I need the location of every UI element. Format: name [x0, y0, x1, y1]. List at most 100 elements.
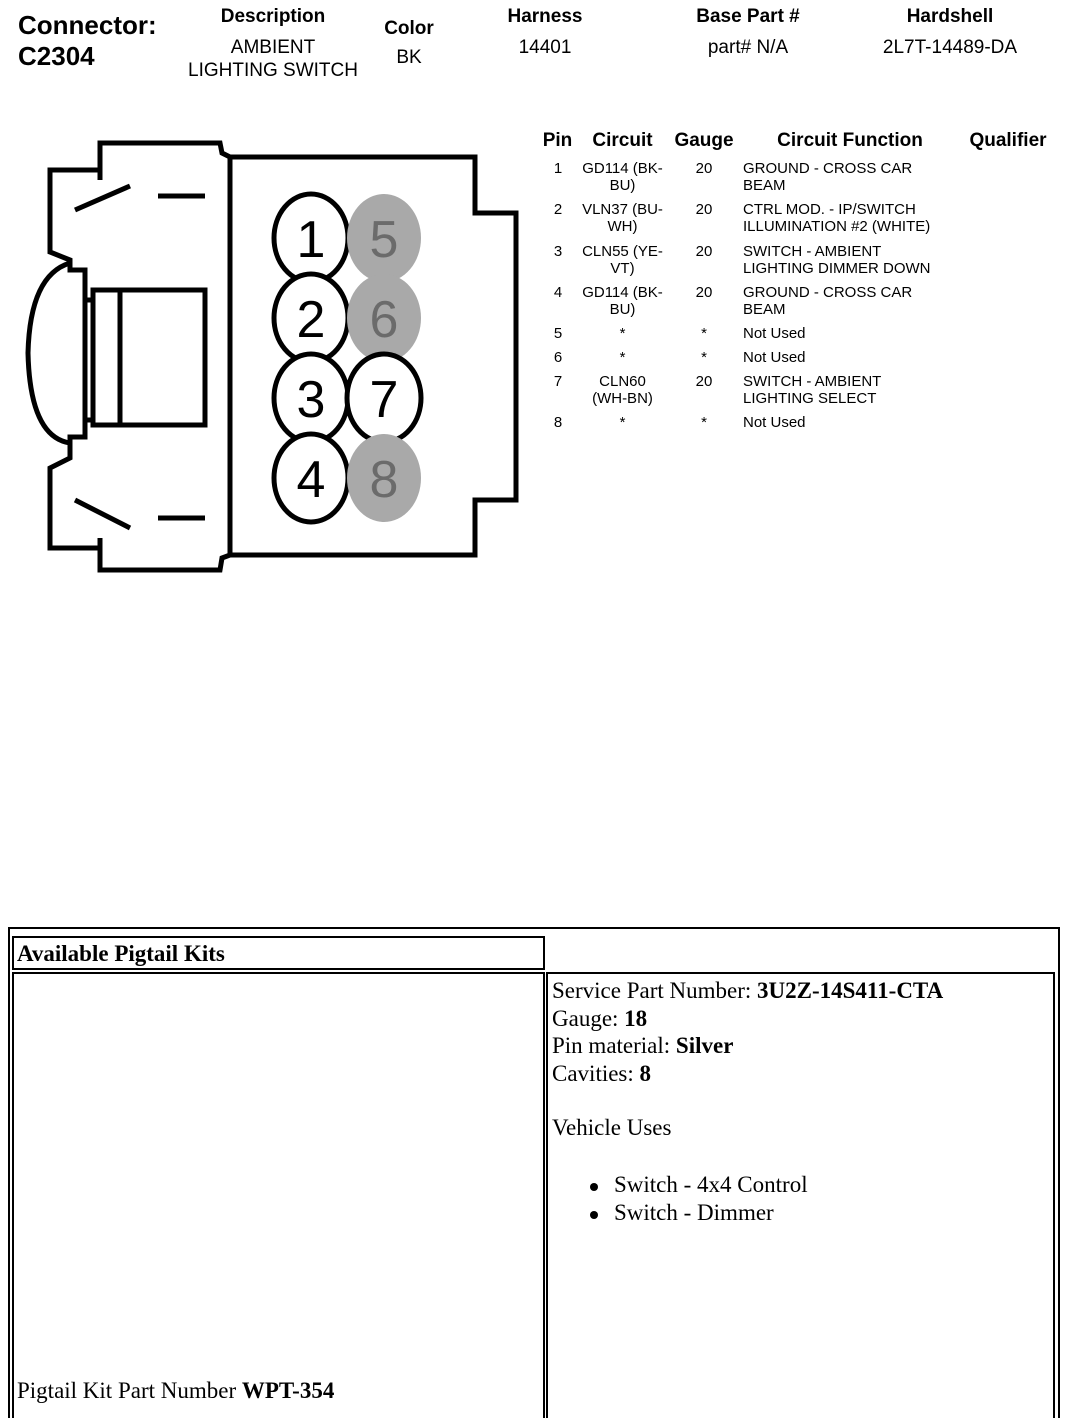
pin-material-row: Pin material: Silver: [552, 1032, 1047, 1060]
pin-material-value: Silver: [675, 1033, 734, 1058]
circuit-function-cell: Not Used: [743, 349, 958, 366]
circuit-function-line: GROUND - CROSS CAR: [743, 160, 913, 177]
vehicle-uses-list: Switch - 4x4 Control Switch - Dimmer: [552, 1171, 1047, 1227]
cavity-number: 5: [370, 211, 399, 269]
pigtail-kits-panel: [8, 927, 1060, 1418]
circuit-line: *: [619, 349, 626, 366]
cavity-number: 8: [370, 451, 399, 509]
circuit-function-line: SWITCH - AMBIENT: [743, 373, 882, 390]
circuit-function-line: Not Used: [743, 325, 806, 342]
pigtail-kit-details: Service Part Number: 3U2Z-14S411-CTA Gau…: [552, 977, 1047, 1227]
circuit-cell: CLN60(WH-BN): [575, 373, 670, 407]
qualifier-column-header: Qualifier: [969, 130, 1047, 151]
gauge-cell: 20: [695, 243, 713, 260]
cavity-1: 1: [271, 191, 351, 285]
cavity-outline: [347, 194, 421, 282]
hardshell-label: Hardshell: [906, 6, 994, 27]
gauge-cell: *: [701, 325, 707, 342]
cavity-number: 7: [370, 371, 399, 429]
description-label: Description: [220, 6, 326, 27]
circuit-function-cell: Not Used: [743, 414, 958, 431]
circuit-line: BU): [609, 177, 636, 194]
harness-value: 14401: [518, 37, 572, 58]
pigtail-kit-image-box: Pigtail Kit Part Number WPT-354: [12, 972, 545, 1418]
base-part-label: Base Part #: [696, 6, 800, 27]
circuit-function-line: CTRL MOD. - IP/SWITCH: [743, 201, 916, 218]
cavities-value: 8: [639, 1060, 652, 1086]
circuit-line: WH): [607, 218, 638, 235]
cavity-number: 1: [297, 211, 326, 269]
cavity-7: 7: [344, 351, 424, 445]
cavity-6: 6: [347, 274, 421, 362]
circuit-line: GD114 (BK-: [582, 160, 663, 177]
circuit-cell: VLN37 (BU-WH): [575, 201, 670, 235]
cavities-row: Cavities: 8: [552, 1060, 1047, 1088]
circuit-line: *: [619, 325, 626, 342]
circuit-line: *: [619, 414, 626, 431]
circuit-cell: *: [575, 349, 670, 366]
circuit-cell: GD114 (BK-BU): [575, 160, 670, 194]
circuit-function-line: Not Used: [743, 414, 806, 431]
gauge-label: Gauge:: [552, 1005, 619, 1031]
cavity-8: 8: [347, 434, 421, 522]
vehicle-use-item: Switch - 4x4 Control: [552, 1171, 1047, 1199]
gauge-row: Gauge: 18: [552, 1005, 1047, 1033]
circuit-line: VT): [610, 260, 635, 277]
circuit-function-column-header: Circuit Function: [777, 130, 923, 151]
circuit-cell: GD114 (BK-BU): [575, 284, 670, 318]
circuit-cell: *: [575, 325, 670, 342]
description-line-1: AMBIENT: [230, 37, 316, 58]
circuit-function-line: BEAM: [743, 177, 786, 194]
harness-label: Harness: [507, 6, 583, 27]
description-value: AMBIENT LIGHTING SWITCH: [163, 36, 383, 82]
circuit-function-line: ILLUMINATION #2 (WHITE): [743, 218, 931, 235]
description-line-2: LIGHTING SWITCH: [188, 60, 358, 81]
pin-number-cell: 5: [553, 325, 563, 342]
cavities-label: Cavities:: [552, 1060, 634, 1086]
gauge-cell: *: [701, 414, 707, 431]
circuit-function-line: GROUND - CROSS CAR: [743, 284, 913, 301]
pin-number-cell: 3: [553, 243, 563, 260]
connector-id: C2304: [18, 41, 95, 71]
circuit-line: BU): [609, 301, 636, 318]
circuit-cell: *: [575, 414, 670, 431]
pigtail-kit-part-number: Pigtail Kit Part Number WPT-354: [17, 1377, 334, 1405]
circuit-function-line: Not Used: [743, 349, 806, 366]
circuit-cell: CLN55 (YE-VT): [575, 243, 670, 277]
cavity-number: 3: [297, 371, 326, 429]
cavity-2: 2: [271, 271, 351, 365]
gauge-column-header: Gauge: [674, 130, 734, 151]
color-value: BK: [396, 47, 422, 68]
service-part-value: 3U2Z-14S411-CTA: [757, 978, 944, 1003]
cavity-5: 5: [347, 194, 421, 282]
connector-label: Connector:: [18, 10, 157, 40]
circuit-function-line: LIGHTING DIMMER DOWN: [743, 260, 931, 277]
pin-number-cell: 7: [553, 373, 563, 390]
circuit-function-cell: Not Used: [743, 325, 958, 342]
pin-number-cell: 1: [553, 160, 563, 177]
gauge-cell: 20: [695, 373, 713, 390]
pin-number-cell: 2: [553, 201, 563, 218]
pin-number-cell: 6: [553, 349, 563, 366]
pigtail-kits-title-box: Available Pigtail Kits: [12, 936, 545, 970]
vehicle-use-item: Switch - Dimmer: [552, 1199, 1047, 1227]
kit-part-label: Pigtail Kit Part Number: [17, 1378, 237, 1403]
hardshell-value: 2L7T-14489-DA: [882, 37, 1018, 58]
circuit-function-line: BEAM: [743, 301, 786, 318]
cavity-number: 6: [370, 291, 399, 349]
cavity-outline: [347, 274, 421, 362]
service-part-label: Service Part Number:: [552, 978, 752, 1003]
pigtail-kits-title: Available Pigtail Kits: [17, 941, 225, 966]
pin-material-label: Pin material:: [552, 1033, 671, 1058]
cavity-outline: [347, 434, 421, 522]
circuit-line: CLN60: [599, 373, 646, 390]
cavity-number: 2: [297, 291, 326, 349]
cavity-number: 4: [297, 451, 326, 509]
circuit-line: GD114 (BK-: [582, 284, 663, 301]
cavity-3: 3: [271, 351, 351, 445]
gauge-value: 18: [624, 1005, 648, 1031]
gauge-cell: 20: [695, 284, 713, 301]
circuit-line: CLN55 (YE-: [582, 243, 663, 260]
